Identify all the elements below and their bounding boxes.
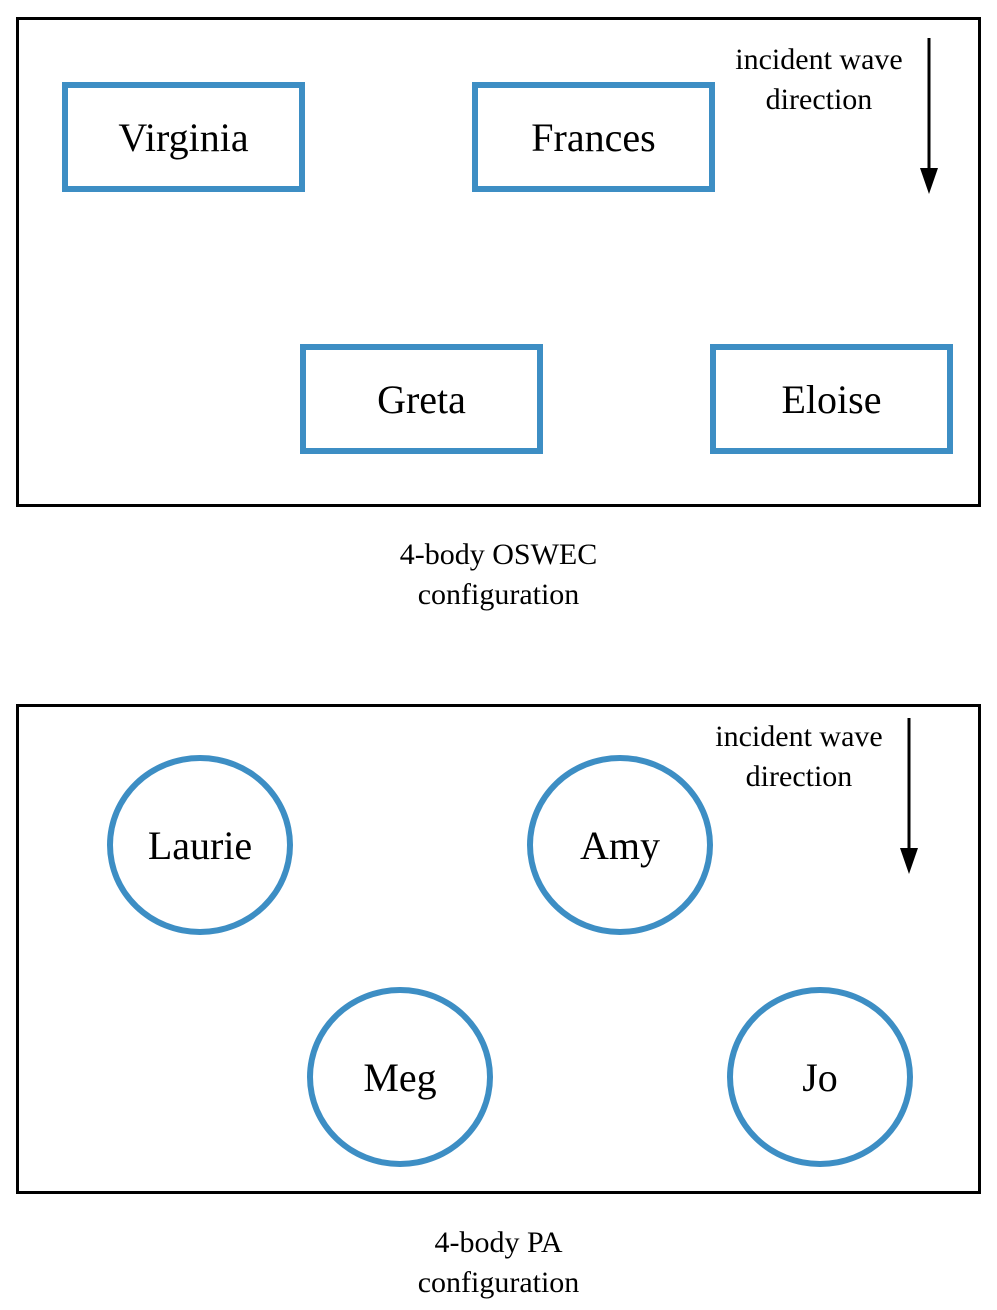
- pa-caption: 4-body PA configuration: [0, 1223, 997, 1303]
- oswec-panel: [16, 17, 981, 507]
- pa-body-amy: Amy: [527, 755, 713, 935]
- caption-line1: 4-body PA: [434, 1226, 563, 1259]
- wave-label-line1: incident wave: [715, 720, 883, 753]
- oswec-caption: 4-body OSWEC configuration: [0, 535, 997, 615]
- pa-wave-arrow-icon: [900, 718, 918, 874]
- body-label: Virginia: [118, 114, 249, 160]
- caption-line1: 4-body OSWEC: [399, 538, 598, 571]
- body-label: Meg: [363, 1054, 437, 1100]
- oswec-wave-arrow-icon: [920, 38, 938, 194]
- wave-label-line1: incident wave: [735, 43, 903, 76]
- pa-wave-label: incident wave direction: [689, 717, 909, 797]
- pa-body-meg: Meg: [307, 987, 493, 1167]
- oswec-body-frances: Frances: [472, 82, 715, 192]
- body-label: Frances: [531, 114, 656, 160]
- body-label: Laurie: [147, 822, 253, 868]
- body-label: Jo: [802, 1054, 838, 1100]
- wave-label-line2: direction: [765, 83, 873, 116]
- body-label: Amy: [580, 822, 660, 868]
- oswec-body-virginia: Virginia: [62, 82, 305, 192]
- pa-body-jo: Jo: [727, 987, 913, 1167]
- body-label: Greta: [377, 376, 466, 422]
- wave-label-line2: direction: [745, 760, 853, 793]
- caption-line2: configuration: [417, 1266, 580, 1299]
- oswec-wave-label: incident wave direction: [709, 40, 929, 120]
- oswec-body-greta: Greta: [300, 344, 543, 454]
- oswec-body-eloise: Eloise: [710, 344, 953, 454]
- caption-line2: configuration: [417, 578, 580, 611]
- pa-body-laurie: Laurie: [107, 755, 293, 935]
- body-label: Eloise: [781, 376, 882, 422]
